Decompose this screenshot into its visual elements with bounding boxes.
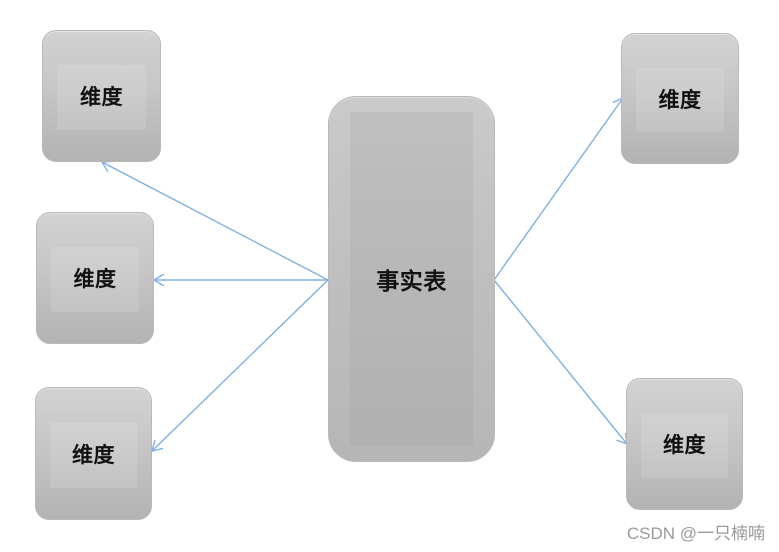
fact-table-label: 事实表	[376, 269, 447, 295]
dimension-inner-panel	[640, 412, 729, 478]
fact-table-inner-panel	[350, 111, 473, 447]
arrow-to-dimension-top-left	[102, 162, 329, 281]
arrow-to-dimension-bottom-left	[152, 279, 329, 451]
dimension-node-top-right: 维度	[621, 33, 739, 164]
dimension-inner-panel	[635, 67, 725, 133]
dimension-node-bottom-left: 维度	[35, 387, 152, 520]
dimension-label: 维度	[663, 433, 706, 457]
dimension-label: 维度	[658, 87, 702, 112]
dimension-node-top-left: 维度	[42, 30, 161, 162]
fact-table-node: 事实表	[328, 96, 495, 462]
dimension-node-mid-left: 维度	[36, 212, 154, 344]
arrow-to-dimension-top-right	[493, 98, 623, 281]
watermark: CSDN @一只楠喃	[626, 524, 765, 543]
arrow-to-dimension-bottom-right	[493, 279, 627, 444]
dimension-node-bottom-right: 维度	[626, 378, 743, 510]
dimension-inner-panel	[49, 422, 138, 488]
dimension-label: 维度	[72, 442, 115, 467]
dimension-label: 维度	[73, 267, 117, 291]
dimension-inner-panel	[50, 246, 140, 312]
dimension-inner-panel	[57, 64, 146, 130]
dimension-label: 维度	[80, 85, 123, 109]
